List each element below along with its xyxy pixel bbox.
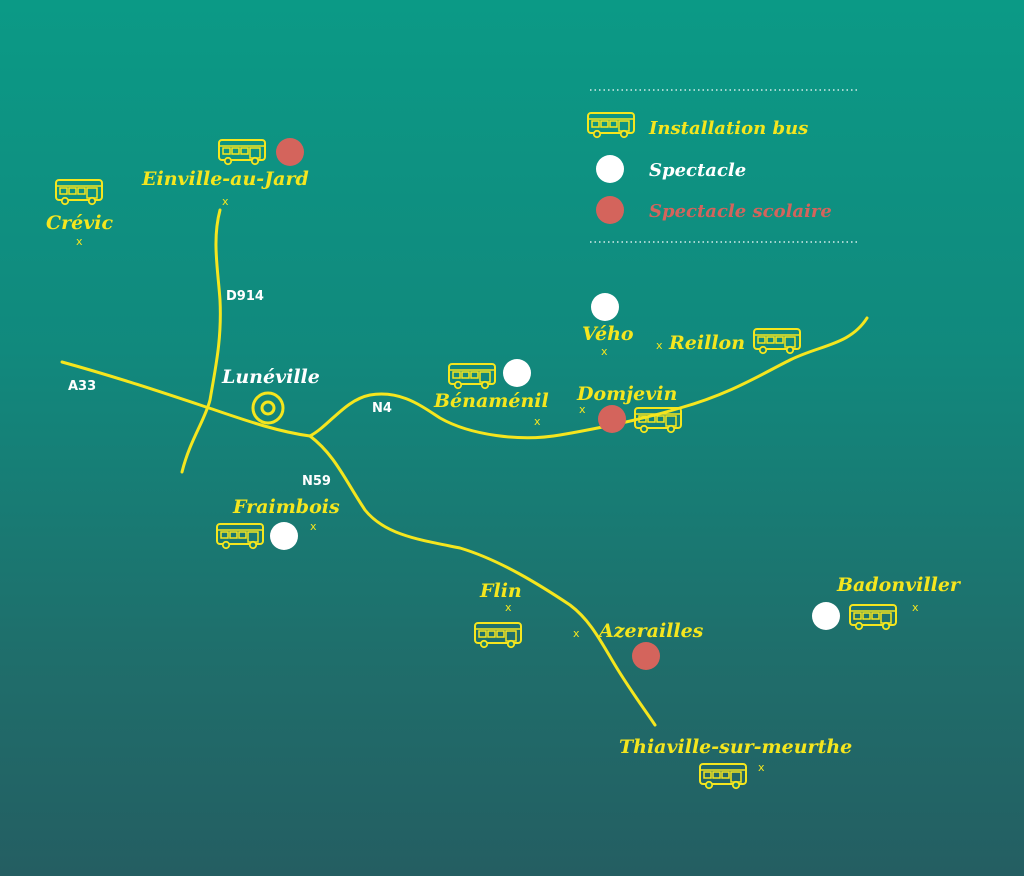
bus-icon: [474, 622, 522, 649]
road-d914: [180, 208, 222, 474]
bus-icon: [218, 139, 266, 166]
spectacle-icon: [503, 359, 531, 387]
legend-bus-label: Installation bus: [648, 118, 808, 139]
road-label-a33: A33: [68, 379, 96, 394]
town-thiaville-sur-meurthe: Thiaville-sur-meurthe x: [619, 736, 852, 790]
town-einville-au-jard: Einville-au-Jard x: [141, 138, 309, 208]
road-n4: [308, 316, 869, 440]
town-benamenil: Bénaménil x: [433, 359, 549, 428]
town-label: Einville-au-Jard: [141, 168, 309, 190]
road-label-n59: N59: [302, 474, 331, 489]
bus-icon: [753, 328, 801, 355]
city-name: Lunéville: [221, 366, 320, 388]
town-marker-icon: x: [579, 403, 586, 416]
road-n59: [308, 434, 657, 727]
legend-bus-icon: [587, 112, 635, 139]
spectacle-scolaire-icon: [632, 642, 660, 670]
town-marker-icon: x: [505, 601, 512, 614]
town-label: Domjevin: [576, 383, 677, 405]
spectacle-scolaire-icon: [598, 405, 626, 433]
town-label: Reillon: [668, 332, 745, 354]
legend-spectacle-icon: [596, 155, 624, 183]
town-label: Fraimbois: [232, 496, 340, 518]
road-labels: A33 D914 N4 N59: [68, 289, 392, 489]
town-marker-icon: x: [912, 601, 919, 614]
spectacle-icon: [591, 293, 619, 321]
legend-scolaire-icon: [596, 196, 624, 224]
town-label: Crévic: [46, 212, 113, 234]
road-label-d914: D914: [226, 289, 264, 304]
town-marker-icon: x: [601, 345, 608, 358]
legend-spectacle-label: Spectacle: [649, 160, 746, 181]
town-domjevin: Domjevin x: [576, 383, 682, 434]
town-reillon: x Reillon: [656, 328, 801, 355]
town-flin: Flin x: [474, 580, 522, 649]
spectacle-icon: [812, 602, 840, 630]
bus-icon: [448, 363, 496, 390]
spectacle-icon: [270, 522, 298, 550]
road-label-n4: N4: [372, 401, 392, 416]
bus-icon: [55, 179, 103, 206]
town-fraimbois: Fraimbois x: [216, 496, 340, 550]
bus-icon: [849, 604, 897, 631]
bus-icon: [216, 523, 264, 550]
town-marker-icon: x: [758, 761, 765, 774]
town-marker-icon: x: [310, 520, 317, 533]
town-label: Azerailles: [597, 620, 704, 642]
town-label: Bénaménil: [433, 390, 549, 412]
roads: [60, 208, 869, 727]
road-a33: [60, 360, 312, 438]
town-label: Flin: [479, 580, 522, 602]
town-label: Vého: [582, 323, 634, 345]
town-azerailles: x Azerailles: [573, 620, 704, 670]
legend-scolaire-label: Spectacle scolaire: [649, 201, 832, 222]
town-marker-icon: x: [656, 339, 663, 352]
town-label: Badonviller: [836, 574, 962, 596]
town-badonviller: Badonviller x: [812, 574, 962, 631]
spectacle-scolaire-icon: [276, 138, 304, 166]
town-label: Thiaville-sur-meurthe: [619, 736, 852, 758]
town-crevic: Crévic x: [46, 179, 113, 248]
town-marker-icon: x: [222, 195, 229, 208]
bus-icon: [634, 407, 682, 434]
town-marker-icon: x: [76, 235, 83, 248]
town-veho: Vého x: [582, 293, 634, 358]
town-marker-icon: x: [534, 415, 541, 428]
legend: Installation bus Spectacle Spectacle sco…: [587, 89, 858, 243]
town-marker-icon: x: [573, 627, 580, 640]
bus-icon: [699, 763, 747, 790]
city-circle-icon: [251, 391, 285, 425]
city-luneville: Lunéville: [221, 366, 320, 425]
